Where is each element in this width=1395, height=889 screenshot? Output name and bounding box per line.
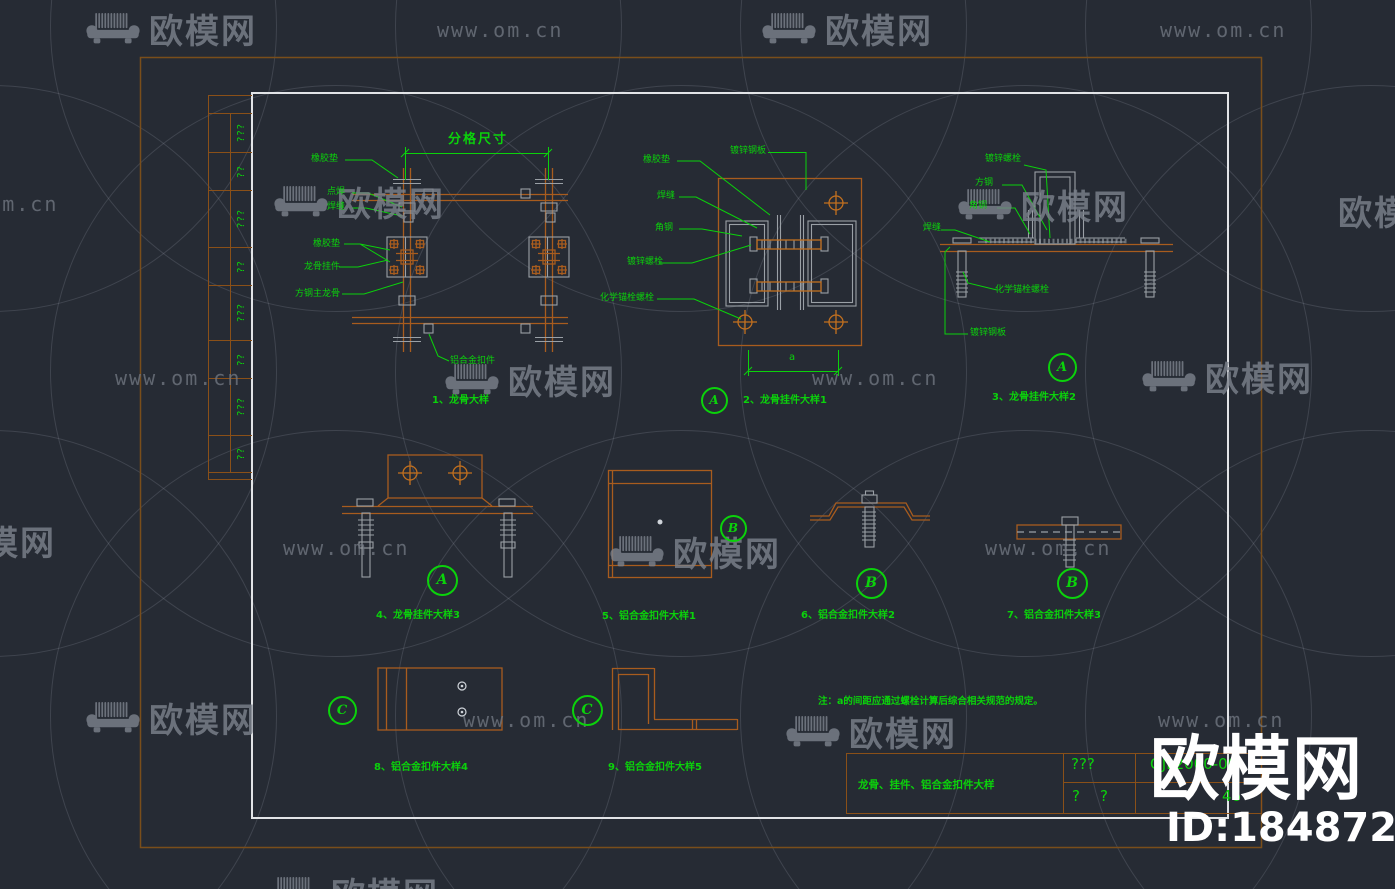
d2-hanger-detail-1 [657,152,863,376]
balloon-a: A [426,564,458,596]
balloon-c: C [571,694,603,726]
watermark-brand-group: 欧模网 [86,693,257,742]
d5-caption: 5、铝合金扣件大样1 [602,611,696,622]
outer-sheet-frame [139,56,1263,849]
d2-label-rubber-gasket: 橡胶垫 [643,155,671,165]
watermark-brand-group: 欧模网 [610,527,781,576]
watermark-url: www.om.cn [0,192,59,216]
balloon-b: B [719,514,747,542]
d3-label-square-steel: 方钢 [975,178,994,188]
titleblock-q2: ? [1100,787,1108,805]
sofa-icon [610,535,664,566]
watermark-url: www.om.cn [1160,18,1287,42]
d8-clip-detail-4 [377,667,503,731]
balloon-b: B [855,567,887,599]
watermark-url: www.om.cn [985,536,1112,560]
watermark-brand-group: 欧模网 [86,4,257,53]
watermark-url: www.om.cn [812,366,939,390]
title-block-grid [846,753,1262,814]
d1-label-weld-seam: 焊缝 [327,202,346,212]
d6-clip-detail-2 [810,490,930,548]
d2-label-galv-bolt: 镀锌螺栓 [627,257,664,267]
strip-cell: ??? [235,397,247,416]
d6-caption: 6、铝合金扣件大样2 [801,610,895,621]
d9-clip-detail-5 [611,667,739,731]
d3-label-galv-plate: 镀锌钢板 [970,328,1007,338]
d8-caption: 8、铝合金扣件大样4 [374,762,468,773]
strip-cell: ?? [235,259,247,273]
titleblock-drawing-no: OJL2000-00 [1150,755,1238,773]
strip-cell: ??? [235,123,247,142]
balloon-c: C [327,695,357,725]
titleblock-sheet-no: 46 [1222,787,1242,805]
strip-cell: ??? [235,303,247,322]
d4-hanger-detail-3 [342,454,533,578]
watermark-big-brand: 欧模网 [1150,728,1363,810]
d2-label-galv-plate: 镀锌钢板 [730,146,767,156]
watermark-brand-group: 欧模网 [268,868,439,889]
watermark-brand-group: 欧模网 [274,177,445,226]
d3-hanger-detail-2 [940,164,1173,335]
sofa-icon [1142,360,1196,391]
sofa-icon [86,12,140,43]
watermark-url: www.om.cn [283,536,410,560]
d1-label-main-keel: 方钢主龙骨 [295,289,341,299]
d2-dim-a: a [789,352,796,363]
general-note: 注：a的间距应通过螺栓计算后综合相关规范的规定。 [818,696,1043,707]
watermark-brand-partial: 欧模网 [0,524,56,564]
d2-caption: 2、龙骨挂件大样1 [743,395,827,406]
d7-clip-detail-3 [1016,516,1122,568]
strip-cell: ?? [235,164,247,178]
d1-keel-elevation [339,147,570,362]
sofa-icon [86,701,140,732]
d1-label-rubber-gasket: 橡胶垫 [311,154,339,164]
strip-cell: ?? [235,352,247,366]
d3-label-angle-steel: 角钢 [969,201,988,211]
d1-label-alu-clip: 铝合金扣件 [450,356,496,366]
left-strip-table [208,95,252,480]
d9-caption: 9、铝合金扣件大样5 [608,762,702,773]
titleblock-q1: ? [1072,787,1080,805]
d1-dim-title: 分格尺寸 [448,132,509,147]
watermark-brand-group: 欧模网 [762,4,933,53]
watermark-big-id: ID:1848720 [1166,805,1395,851]
d1-label-spot-weld: 点焊 [327,187,346,197]
watermark-url: www.om.cn [1158,708,1285,732]
watermark-brand-group: 欧模网 [1142,352,1313,401]
sofa-icon [762,12,816,43]
balloon-a: A [700,386,728,414]
watermark-brand-group: 欧模网 [445,355,616,404]
watermark-url: www.om.cn [115,366,242,390]
sofa-icon [274,185,328,216]
balloon-b: B [1056,567,1088,599]
strip-cell: ?? [235,447,247,460]
watermark-brand-group: 欧模网 [786,707,957,756]
d1-label-rubber-gasket-2: 橡胶垫 [313,239,341,249]
d3-label-galv-bolt: 镀锌螺栓 [985,154,1022,164]
d2-label-weld-seam: 焊缝 [657,191,676,201]
sofa-icon [786,715,840,746]
watermark-brand-partial: 欧模网 [1338,194,1395,234]
d3-label-weld-seam: 焊缝 [923,223,942,233]
titleblock-title: 龙骨、挂件、铝合金扣件大样 [858,779,995,791]
d2-label-angle-steel: 角钢 [655,223,674,233]
inner-sheet-frame [251,92,1229,819]
d1-caption: 1、龙骨大样 [432,395,489,406]
watermark-brand-group: 欧模网 [958,180,1129,229]
watermark-brand: 欧模网 [149,12,257,52]
strip-cell: ??? [235,209,247,228]
watermark-url: www.om.cn [463,708,590,732]
watermark-url: www.om.cn [437,18,564,42]
d3-label-chem-anchor: 化学锚栓螺栓 [995,285,1050,295]
sofa-icon [268,876,322,889]
d1-label-keel-hanger: 龙骨挂件 [304,262,341,272]
d3-caption: 3、龙骨挂件大样2 [992,392,1076,403]
balloon-a: A [1047,352,1077,382]
d2-label-chem-anchor: 化学锚栓螺栓 [600,293,655,303]
d7-caption: 7、铝合金扣件大样3 [1007,610,1101,621]
d4-caption: 4、龙骨挂件大样3 [376,610,460,621]
titleblock-field1: ??? [1071,755,1095,773]
